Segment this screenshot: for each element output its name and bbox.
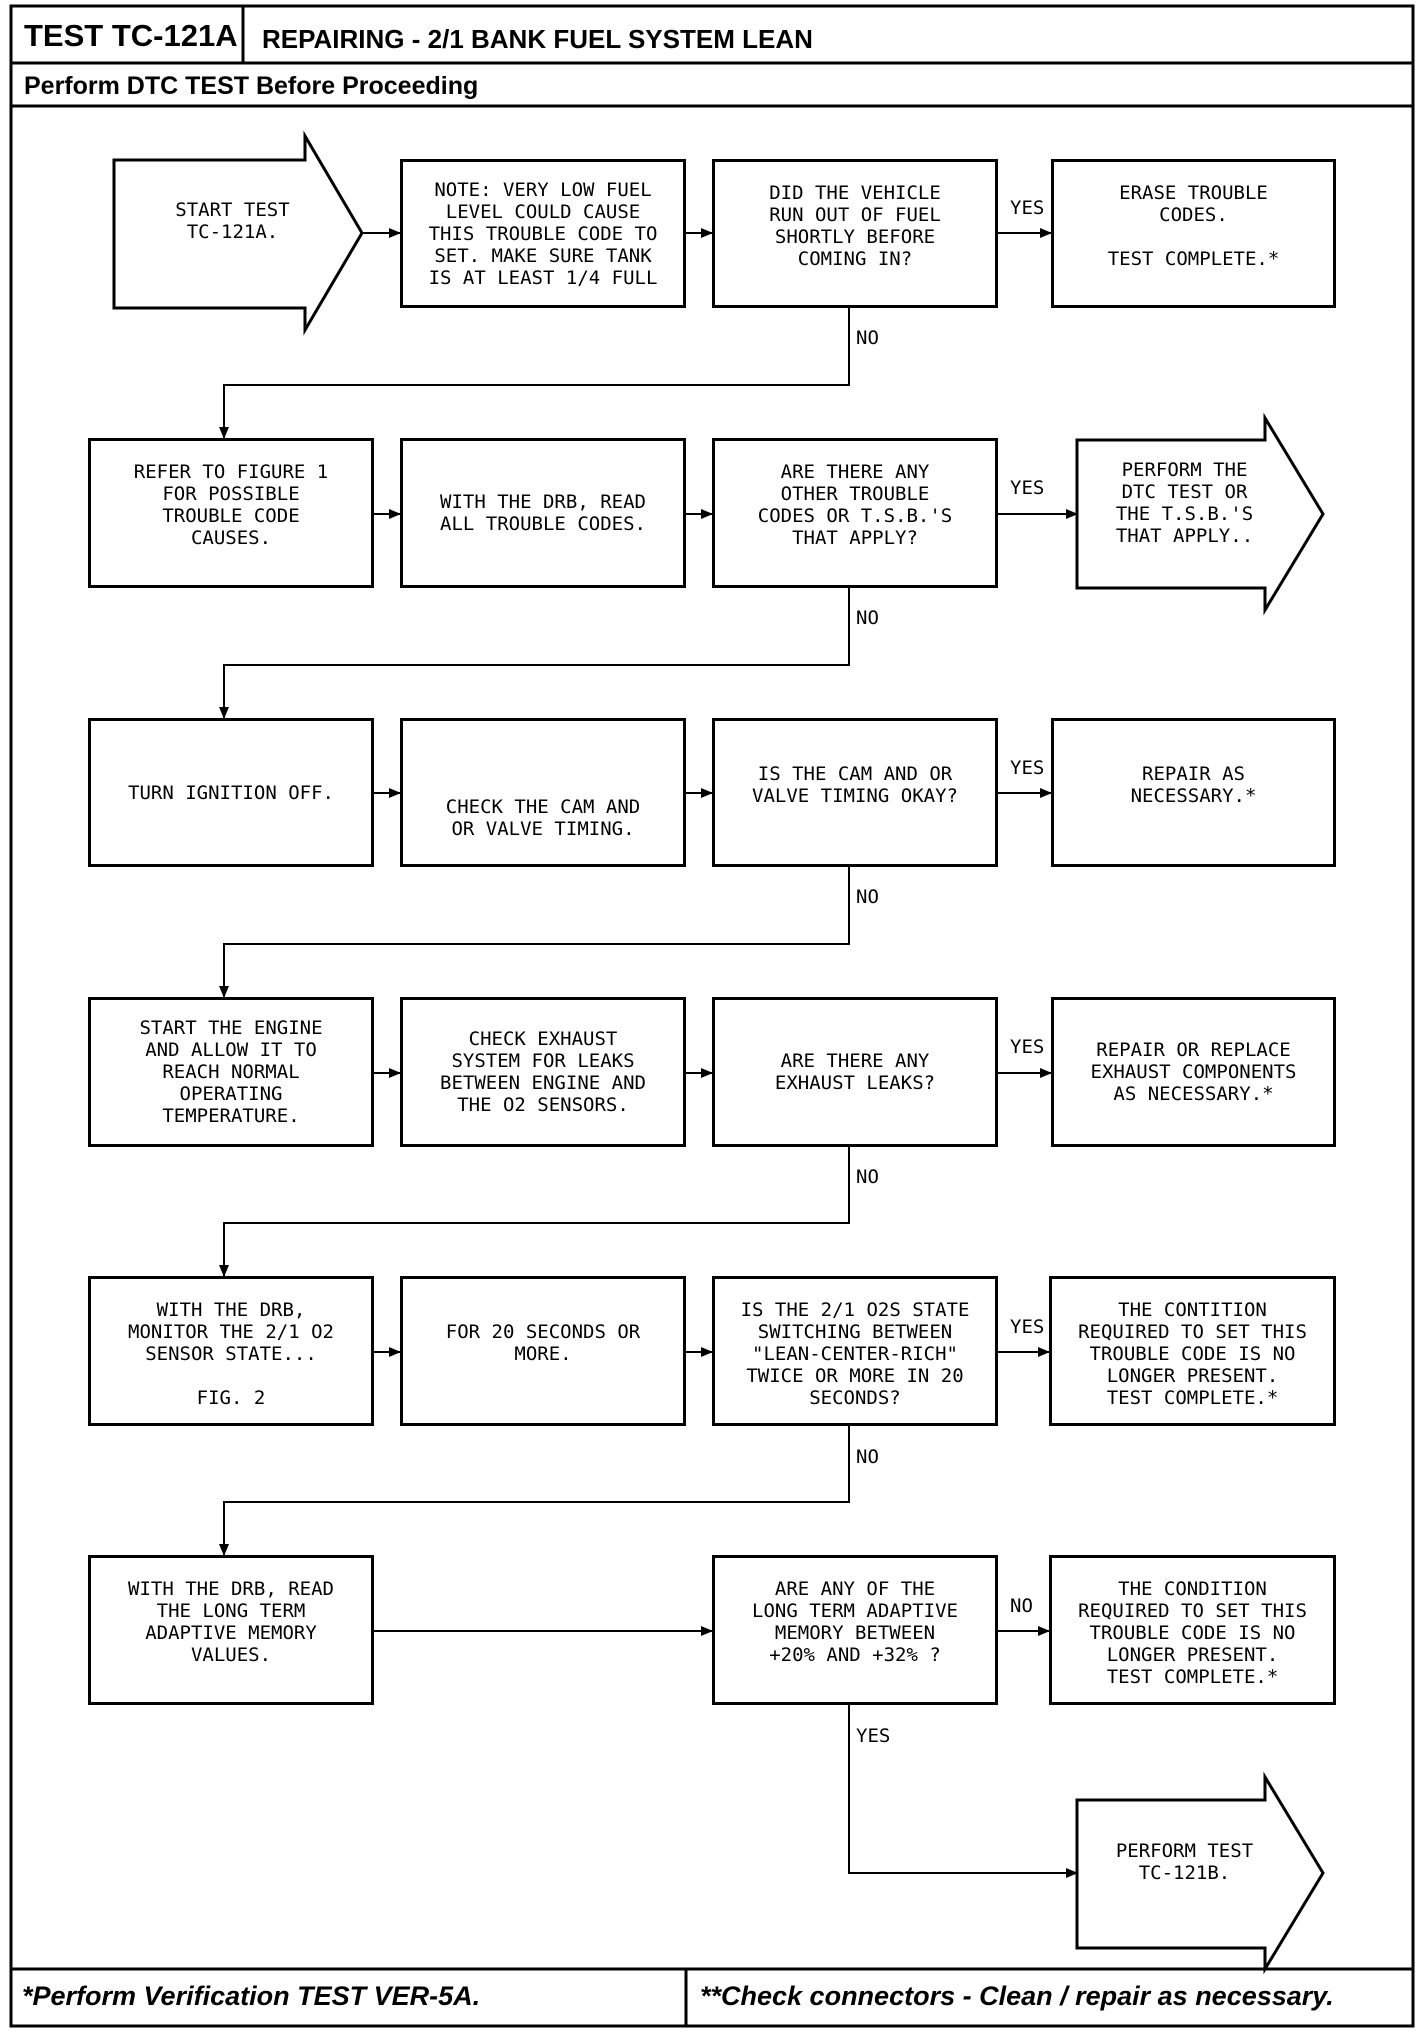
twenty-seconds-box: FOR 20 SECONDS OR MORE.	[400, 1276, 686, 1426]
perform-dtc-block-arrow	[1075, 412, 1325, 616]
outer-frame	[9, 4, 1415, 2028]
no-label: NO	[856, 886, 879, 908]
question-other-codes: ARE THERE ANY OTHER TROUBLE CODES OR T.S…	[712, 438, 998, 588]
check-cam-box: CHECK THE CAM AND OR VALVE TIMING.	[400, 718, 686, 867]
yes-label: YES	[1010, 1036, 1045, 1058]
read-long-term-box: WITH THE DRB, READ THE LONG TERM ADAPTIV…	[88, 1555, 374, 1705]
no-label: NO	[1010, 1595, 1033, 1617]
start-engine-box: START THE ENGINE AND ALLOW IT TO REACH N…	[88, 997, 374, 1147]
condition-box: THE CONDITION REQUIRED TO SET THIS TROUB…	[1049, 1555, 1336, 1705]
repair-exhaust-box: REPAIR OR REPLACE EXHAUST COMPONENTS AS …	[1051, 997, 1336, 1147]
ignition-off-box: TURN IGNITION OFF.	[88, 718, 374, 867]
note-box: NOTE: VERY LOW FUEL LEVEL COULD CAUSE TH…	[400, 159, 686, 308]
page-subtitle: Perform DTC TEST Before Proceeding	[24, 72, 479, 100]
yes-label: YES	[856, 1725, 891, 1747]
refer-figure-box: REFER TO FIGURE 1 FOR POSSIBLE TROUBLE C…	[88, 438, 374, 588]
question-ran-out-of-fuel: DID THE VEHICLE RUN OUT OF FUEL SHORTLY …	[712, 159, 998, 308]
yes-label: YES	[1010, 197, 1045, 219]
perform-test-b-text: PERFORM TEST TC-121B.	[1115, 1840, 1254, 1884]
no-label: NO	[856, 1166, 879, 1188]
start-block-arrow	[112, 130, 364, 336]
yes-label: YES	[1010, 757, 1045, 779]
perform-dtc-text: PERFORM THE DTC TEST OR THE T.S.B.'S THA…	[1115, 459, 1254, 547]
repair-box: REPAIR AS NECESSARY.*	[1051, 718, 1336, 867]
contition-box: THE CONTITION REQUIRED TO SET THIS TROUB…	[1049, 1276, 1336, 1426]
page-title: REPAIRING - 2/1 BANK FUEL SYSTEM LEAN	[262, 24, 813, 54]
no-label: NO	[856, 607, 879, 629]
read-codes-box: WITH THE DRB, READ ALL TROUBLE CODES.	[400, 438, 686, 588]
test-id: TEST TC-121A	[24, 18, 238, 53]
erase-codes-box: ERASE TROUBLE CODES. TEST COMPLETE.*	[1051, 159, 1336, 308]
perform-b-block-arrow	[1075, 1771, 1325, 1975]
no-label: NO	[856, 327, 879, 349]
footer-verification-note: *Perform Verification TEST VER-5A.	[22, 1981, 481, 2011]
no-label: NO	[856, 1446, 879, 1468]
footer-connectors-note: **Check connectors - Clean / repair as n…	[700, 1981, 1334, 2011]
monitor-o2-box: WITH THE DRB, MONITOR THE 2/1 O2 SENSOR …	[88, 1276, 374, 1426]
question-cam-timing: IS THE CAM AND OR VALVE TIMING OKAY?	[712, 718, 998, 867]
question-exhaust-leaks: ARE THERE ANY EXHAUST LEAKS?	[712, 997, 998, 1147]
check-exhaust-box: CHECK EXHAUST SYSTEM FOR LEAKS BETWEEN E…	[400, 997, 686, 1147]
yes-label: YES	[1010, 1316, 1045, 1338]
question-long-term-adaptive: ARE ANY OF THE LONG TERM ADAPTIVE MEMORY…	[712, 1555, 998, 1705]
question-o2s-switching: IS THE 2/1 O2S STATE SWITCHING BETWEEN "…	[712, 1276, 998, 1426]
yes-label: YES	[1010, 477, 1045, 499]
start-test-text: START TEST TC-121A.	[175, 199, 290, 243]
